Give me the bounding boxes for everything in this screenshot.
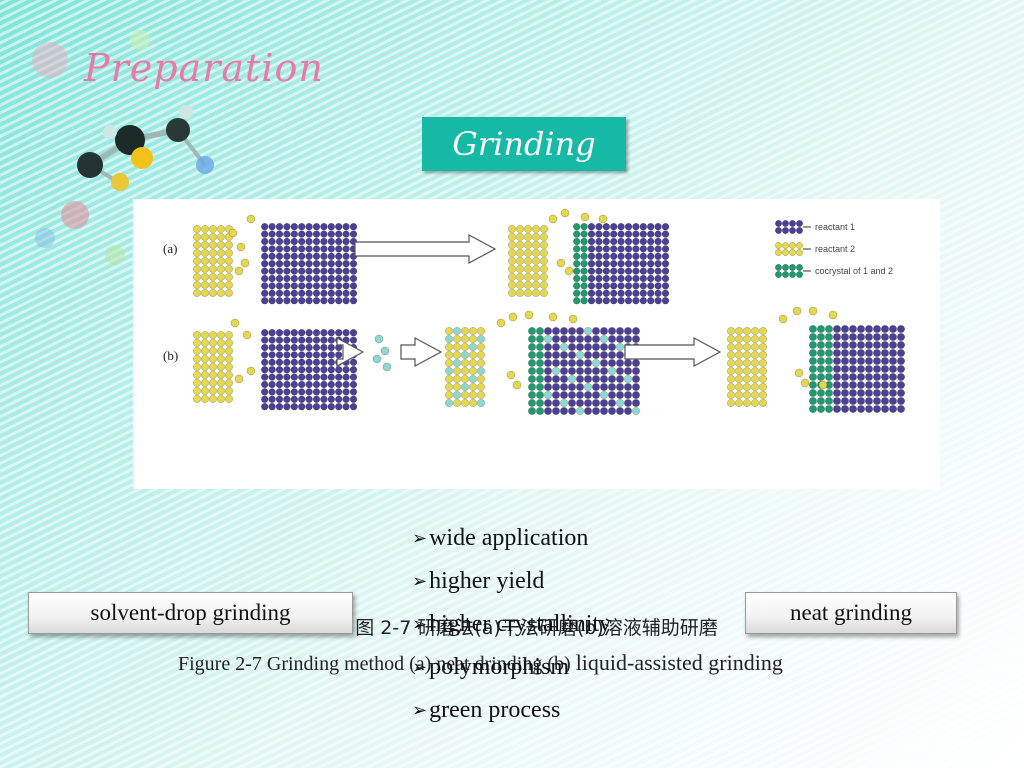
method-label: Grinding — [422, 117, 626, 171]
list-item: ➢higher crystallinity — [412, 602, 611, 645]
loose-reactant2-b2 — [496, 318, 506, 328]
short-arrow-b — [336, 336, 365, 368]
grinding-diagram: (a) (b) reactant 1 reactant 2 cocrystal of 1… — [163, 208, 905, 415]
loose-reactant2-a — [234, 266, 244, 276]
solvent-drops — [380, 346, 390, 356]
loose-reactant2-b2 — [508, 312, 518, 322]
solvent-drops — [372, 354, 382, 364]
solvent-drops — [382, 362, 392, 372]
reactant1-block-b-right — [809, 325, 905, 413]
arrow-b-1 — [400, 336, 443, 368]
legend-swatch-2 — [775, 264, 803, 278]
loose-reactant2-b2 — [524, 310, 534, 320]
loose-reactant2-b — [246, 366, 256, 376]
reactant1-block-a-left — [261, 223, 358, 305]
reactant2-block-b-right — [727, 327, 767, 407]
reactant1-block-a-right — [573, 223, 670, 305]
arrow-bullet-icon: ➢ — [412, 613, 428, 634]
legend-swatch-0 — [775, 220, 803, 234]
loose-reactant2-b2 — [568, 314, 578, 324]
slide-title: Preparation — [84, 46, 324, 90]
loose-reactant2-a — [240, 258, 250, 268]
list-item: ➢green process — [412, 688, 611, 731]
loose-reactant2-b — [230, 318, 240, 328]
loose-reactant2-a2 — [580, 212, 590, 222]
reactant1-block-b-mid — [528, 327, 640, 415]
reactant2-block-b-mid — [445, 327, 485, 407]
grinding-figure: (a) (b) reactant 1 reactant 2 cocrystal of 1… — [133, 199, 940, 675]
loose-reactant2-b — [234, 374, 244, 384]
loose-reactant2-a2 — [556, 258, 566, 268]
advantages-list: ➢wide application ➢higher yield ➢higher … — [412, 516, 611, 731]
molecule-decoration — [32, 30, 214, 265]
loose-reactant2-a2 — [548, 214, 558, 224]
loose-reactant2-b3 — [778, 314, 788, 324]
reactant2-block-a-right — [508, 225, 548, 297]
figure-caption-chinese: 图 2-7 研磨法(a)干法研磨(b)溶液辅助研磨 — [355, 617, 718, 639]
arrow-bullet-icon: ➢ — [412, 527, 428, 548]
figure-caption-english-tail: liquid-assisted grinding — [575, 650, 783, 675]
legend-swatch-1 — [775, 242, 803, 256]
arrow-bullet-icon: ➢ — [412, 699, 428, 720]
neat-grinding-button[interactable]: neat grinding — [745, 592, 957, 634]
reactant1-block-b-left — [261, 329, 358, 411]
loose-reactant2-b2 — [506, 370, 516, 380]
solvent-drop-grinding-button[interactable]: solvent-drop grinding — [28, 592, 353, 634]
loose-reactant2-b2 — [512, 380, 522, 390]
loose-reactant2-b3 — [800, 378, 810, 388]
panel-b-label: (b) — [163, 348, 178, 363]
loose-reactant2-a — [228, 228, 238, 238]
figure-caption-english-main: Figure 2-7 Grinding method (a) neat drin… — [178, 653, 571, 675]
loose-reactant2-a — [246, 214, 256, 224]
arrow-bullet-icon: ➢ — [412, 656, 428, 677]
loose-reactant2-b2 — [548, 312, 558, 322]
arrow-a — [354, 233, 497, 265]
reactant2-block-a-left — [193, 225, 233, 297]
arrow-b-2 — [624, 336, 722, 368]
loose-reactant2-b3 — [808, 306, 818, 316]
loose-reactant2-b3 — [794, 368, 804, 378]
list-item: ➢polymorphism — [412, 645, 611, 688]
legend-label-0: reactant 1 — [815, 222, 855, 232]
loose-reactant2-a2 — [564, 266, 574, 276]
reactant2-block-b-left — [193, 331, 233, 403]
loose-reactant2-a2 — [598, 214, 608, 224]
loose-reactant2-b3 — [828, 310, 838, 320]
figure-caption-english: Figure 2-7 Grinding method (a) neat drin… — [178, 650, 783, 676]
list-item: ➢wide application — [412, 516, 611, 559]
loose-reactant2-b3 — [818, 380, 828, 390]
loose-reactant2-b — [242, 330, 252, 340]
loose-reactant2-b3 — [792, 306, 802, 316]
loose-reactant2-a — [236, 242, 246, 252]
arrow-bullet-icon: ➢ — [412, 570, 428, 591]
loose-reactant2-a2 — [560, 208, 570, 218]
panel-a-label: (a) — [163, 241, 177, 256]
list-item: ➢higher yield — [412, 559, 611, 602]
legend-label-1: reactant 2 — [815, 244, 855, 254]
legend-label-2: cocrystal of 1 and 2 — [815, 266, 893, 276]
solvent-drops — [374, 334, 384, 344]
